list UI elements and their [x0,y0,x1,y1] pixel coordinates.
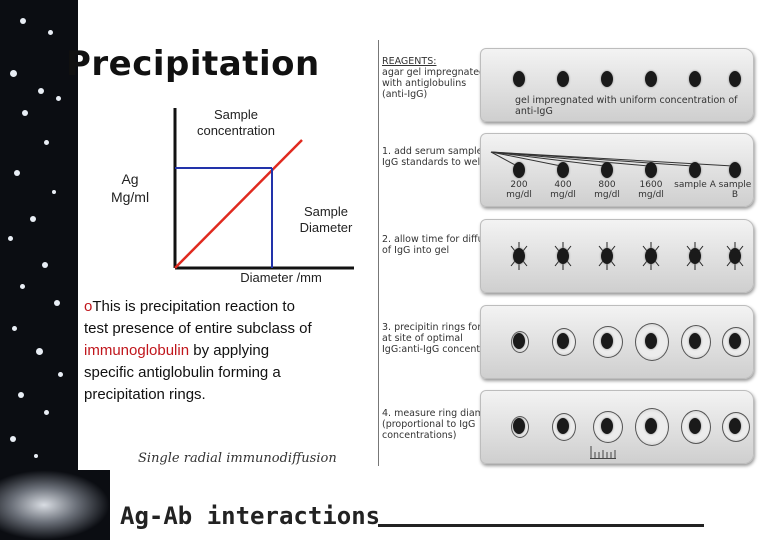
plate-1-text: gel impregnated with uniform concentrati… [515,95,738,117]
well [689,418,701,434]
well-label-sample-a: sample A [674,180,716,190]
well [729,248,741,264]
well [513,333,525,349]
well [729,418,741,434]
step-1-label: 1. add serum sample & IgG standards to w… [382,146,493,168]
well [689,248,701,264]
gel-plate-4 [480,305,754,379]
decorative-side-band [0,0,78,540]
well-label-sample-b: sample B [718,180,752,200]
well [645,248,657,264]
well [557,333,569,349]
sample-concentration-label: Sample concentration [196,107,276,138]
body-paragraph: oThis is precipitation reaction to test … [84,298,312,403]
sample-diameter-label: Sample Diameter [299,204,353,235]
gel-plate-1: gel impregnated with uniform concentrati… [480,48,754,122]
smoke-decoration [0,470,110,540]
ruler-icon [590,446,616,459]
well [557,71,569,87]
step-3-label: 3. precipitin rings form at site of opti… [382,322,509,355]
figure-caption: Single radial immunodiffusion [138,451,337,466]
precipitin-ring [593,411,623,443]
well [601,162,613,178]
well [557,162,569,178]
well [601,248,613,264]
well [689,71,701,87]
step-4-label: 4. measure ring diameters (proportional … [382,408,509,441]
gel-plate-3 [480,219,754,293]
precipitin-ring [722,327,750,357]
y-axis-label: Ag Mg/ml [110,171,150,205]
well [645,333,657,349]
well [689,333,701,349]
well [601,333,613,349]
well [729,71,741,87]
well [601,418,613,434]
well [645,162,657,178]
well [601,71,613,87]
diagram-divider [378,40,379,466]
well [513,71,525,87]
step-2-label: 2. allow time for diffusion of IgG into … [382,234,504,256]
well [557,418,569,434]
gel-plate-5 [480,390,754,464]
well [645,418,657,434]
footer-title: Ag-Ab interactions [120,502,381,530]
bullet-marker: o [84,298,93,315]
precipitin-ring [681,325,711,359]
well [729,333,741,349]
concentration-diameter-graph [173,108,354,270]
well [513,248,525,264]
well [689,162,701,178]
footer-rule [378,524,704,527]
arrows [490,151,734,167]
slide-title: Precipitation [66,44,320,84]
well [513,418,525,434]
reagents-label: REAGENTS: agar gel impregnated with anti… [382,56,486,100]
well [729,162,741,178]
x-axis-label: Diameter /mm [240,270,322,285]
well [513,162,525,178]
well [645,71,657,87]
well [557,248,569,264]
